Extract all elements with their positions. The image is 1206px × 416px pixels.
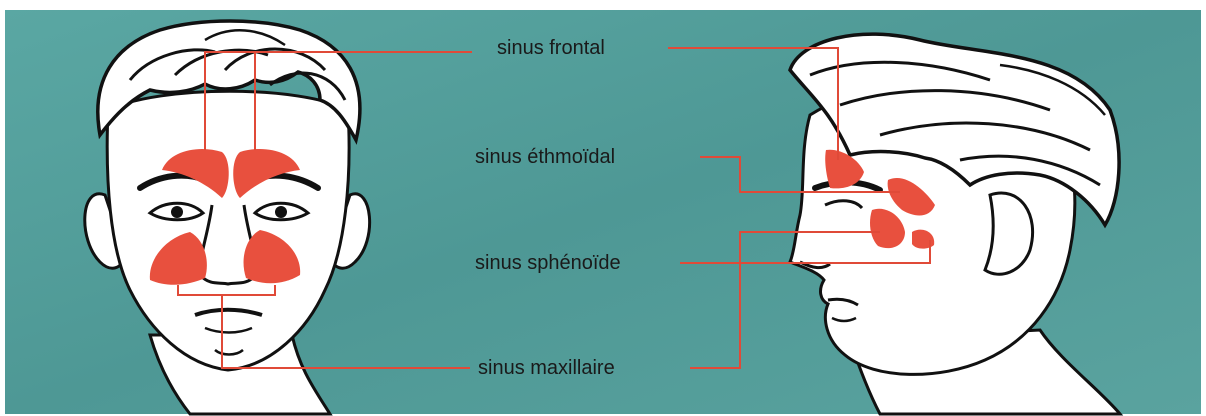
label-sinus-frontal: sinus frontal bbox=[497, 36, 605, 60]
label-sinus-sphenoide: sinus sphénoïde bbox=[475, 251, 621, 275]
label-sinus-ethmoidal: sinus éthmoïdal bbox=[475, 145, 615, 169]
label-sinus-maxillaire: sinus maxillaire bbox=[478, 356, 615, 380]
